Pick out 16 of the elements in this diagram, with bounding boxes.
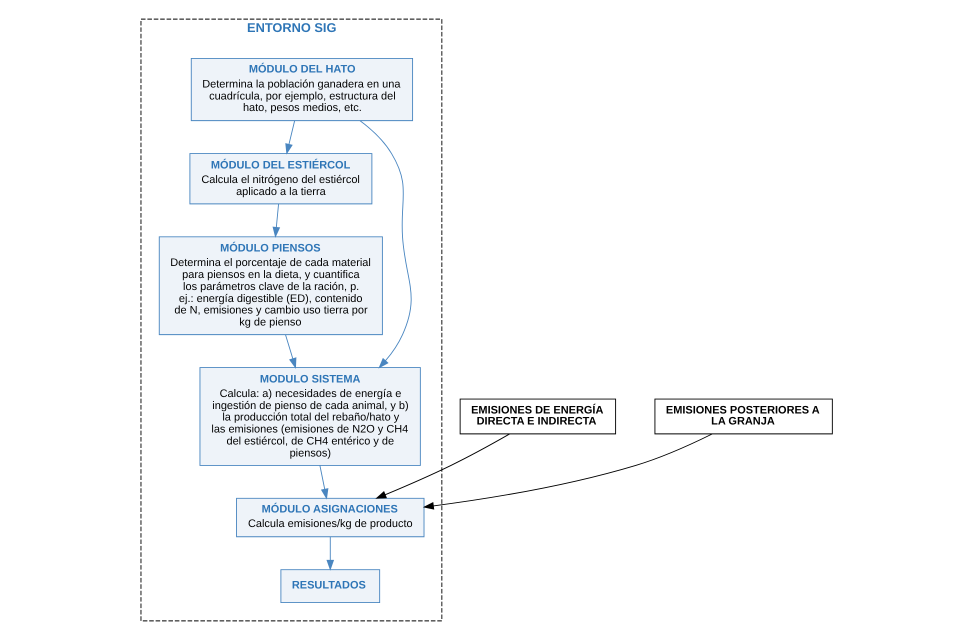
arrow [422, 434, 713, 510]
node-box: RESULTADOS [280, 569, 380, 604]
node-box: MÓDULO PIENSOS Determina el porcentaje de cada material para piensos en la dieta, y cuantifica los parámetros clave de la ración, p. ej.: energía digestible (ED), contenido de N, emisiones y cambio uso tierra por kg de pienso [158, 236, 383, 336]
node-box: EMISIONES DE ENERGÍA DIRECTA E INDIRECTA [460, 398, 616, 434]
arrow [360, 120, 412, 369]
arrow [375, 433, 510, 499]
node-box: MÓDULO DEL HATO Determina la población ganadera en una cuadrícula, por ejemplo, estructura del hato, pesos medios, etc. [190, 58, 414, 122]
arrow [285, 334, 296, 369]
node-box: MÓDULO ASIGNACIONES Calcula emisiones/kg de producto [236, 498, 424, 538]
node-box: EMISIONES POSTERIORES A LA GRANJA [654, 398, 833, 434]
arrow [285, 120, 296, 155]
node-box: MÓDULO DEL ESTIÉRCOL Calcula el nitrógeno del estiércol aplicado a la tierra [189, 153, 372, 204]
arrow [319, 465, 328, 500]
arrow [326, 536, 334, 571]
node-box: MODULO SISTEMA Calcula: a) necesidades de energía e ingestión de pienso de cada animal, y b) la producción total del rebaño/hato y las emisiones (emisiones de N2O y CH4 del estiércol, de CH4 entérico y de piensos) [200, 367, 421, 466]
arrow [272, 204, 280, 238]
